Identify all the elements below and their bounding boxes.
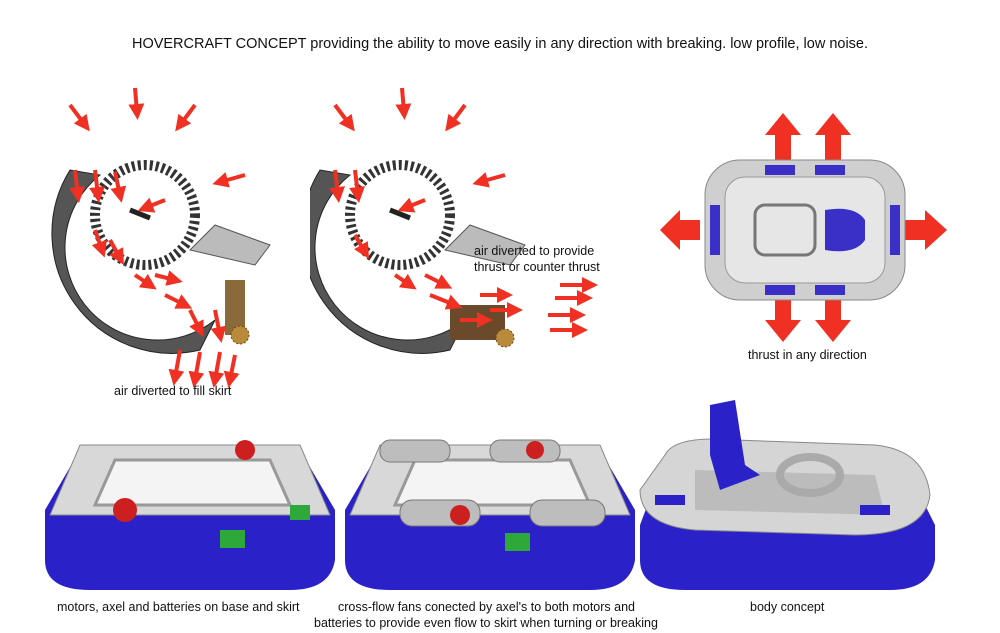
caption-fans-1: cross-flow fans conected by axel's to bo… <box>338 600 635 614</box>
fan-diagram-skirt <box>51 87 271 388</box>
thrust-arrows <box>660 113 947 342</box>
render-base <box>45 440 335 590</box>
caption-body: body concept <box>750 600 825 614</box>
caption-fan-thrust-1: air diverted to provide <box>474 244 595 258</box>
caption-fan-skirt: air diverted to fill skirt <box>114 384 232 398</box>
caption-fans-2: batteries to provide even flow to skirt … <box>314 616 658 630</box>
caption-top-view: thrust in any direction <box>748 348 867 362</box>
render-fans <box>345 439 635 590</box>
page-title: HOVERCRAFT CONCEPT providing the ability… <box>131 36 869 52</box>
top-view-hovercraft <box>660 113 947 342</box>
caption-fan-thrust-2: thrust or counter thrust <box>474 260 600 274</box>
caption-base: motors, axel and batteries on base and s… <box>57 600 300 614</box>
render-body <box>639 400 935 590</box>
fan-diagram-thrust <box>310 87 598 354</box>
